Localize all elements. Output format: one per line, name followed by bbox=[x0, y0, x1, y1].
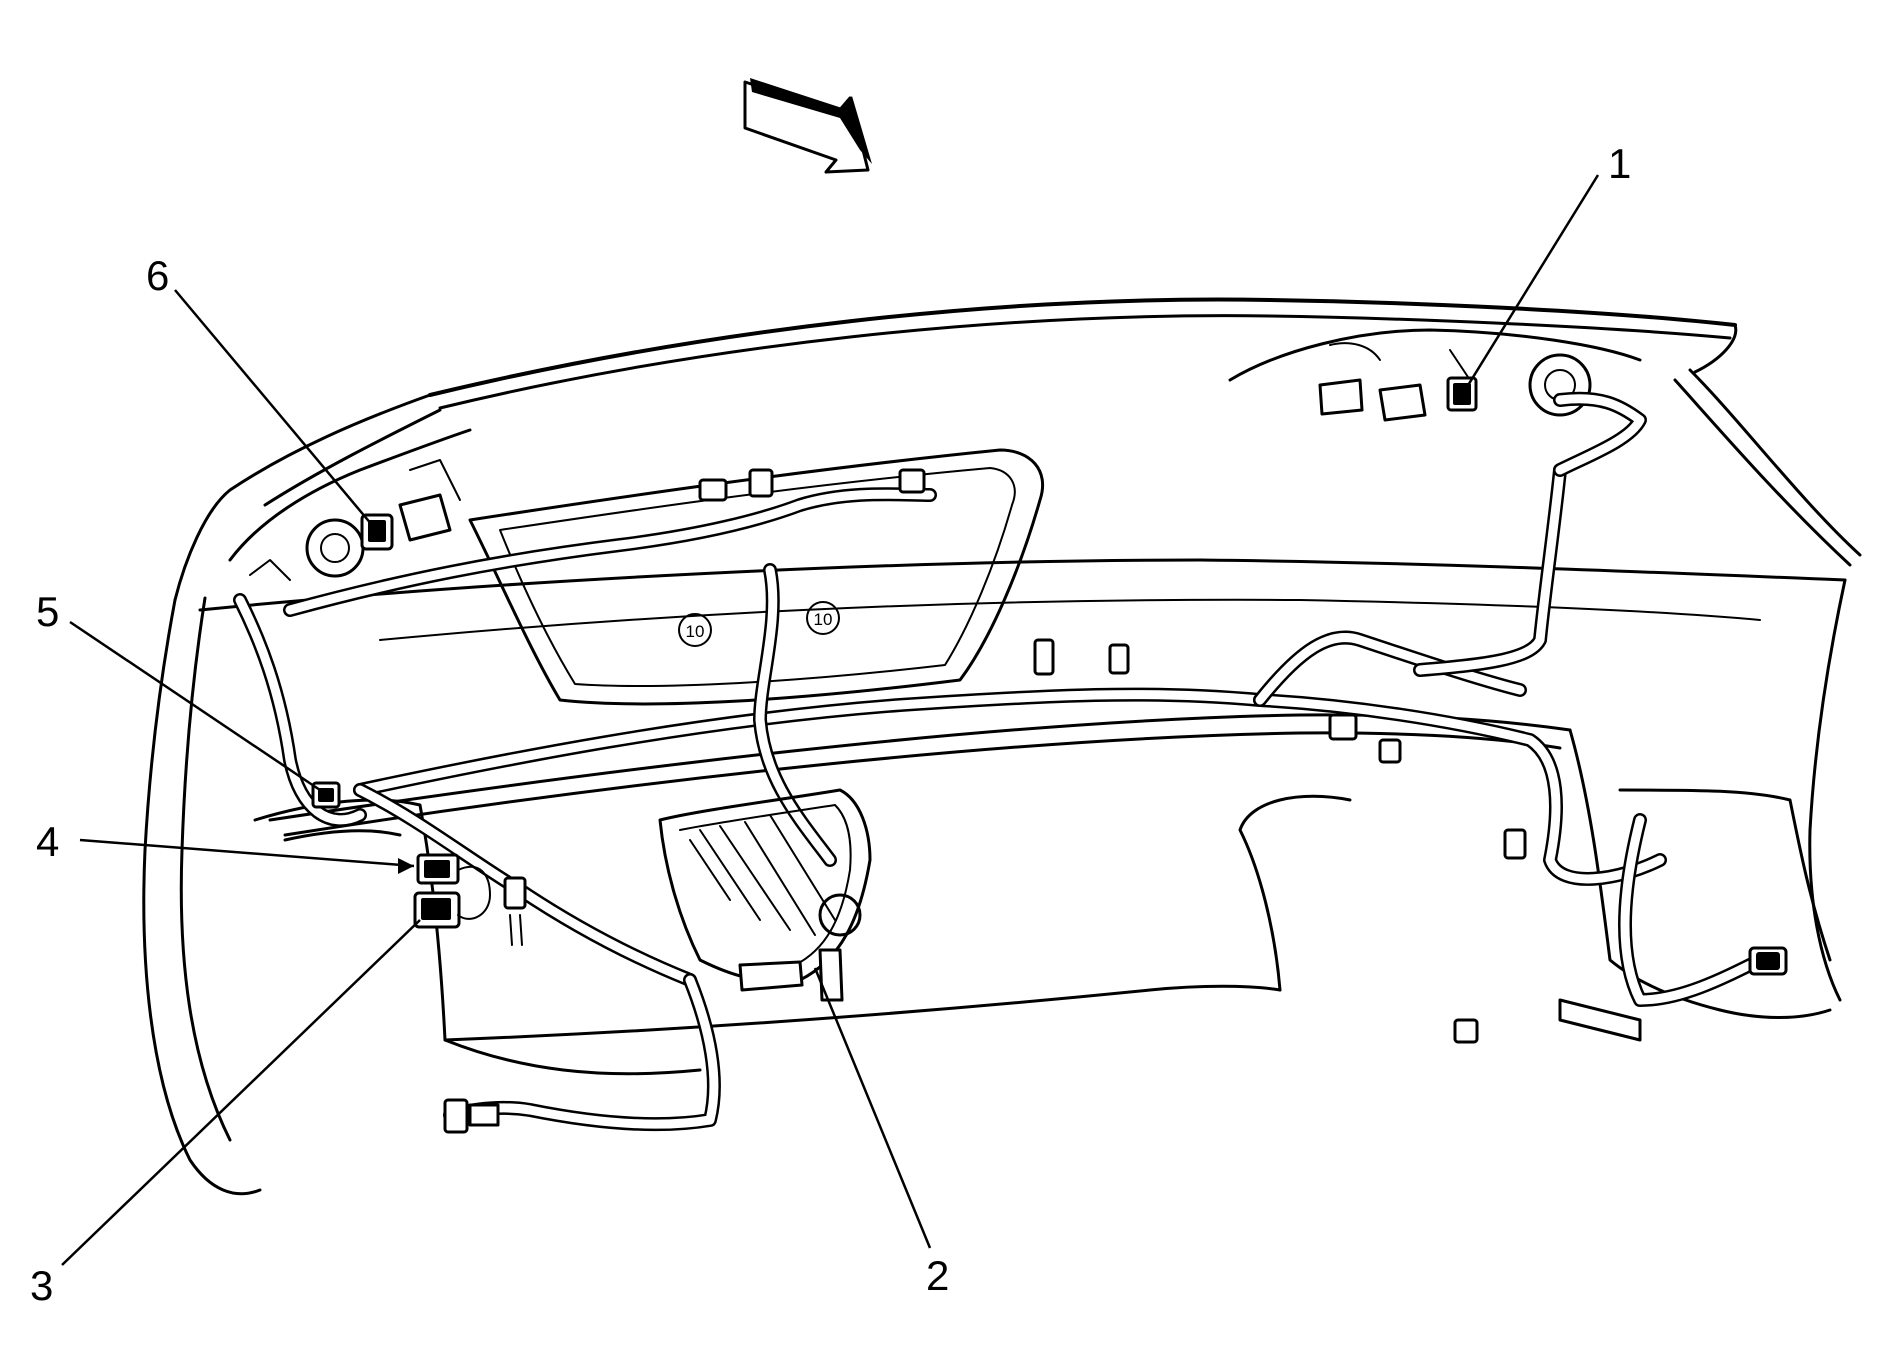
leader-4-arrowhead bbox=[398, 858, 414, 874]
callout-leaders bbox=[61, 174, 1600, 1266]
callout-2: 2 bbox=[926, 1252, 949, 1299]
leader-2 bbox=[813, 967, 932, 1249]
callout-5: 5 bbox=[36, 588, 59, 635]
lower-lamp-assembly bbox=[658, 788, 872, 1002]
leader-5 bbox=[69, 620, 321, 792]
front-arrow-icon bbox=[743, 78, 872, 174]
callout-labels: 1 2 3 4 5 6 bbox=[30, 140, 1631, 1309]
leader-4 bbox=[79, 838, 415, 868]
callout-3: 3 bbox=[30, 1262, 53, 1309]
bumper-fascia bbox=[142, 297, 1862, 1196]
wiring-harness bbox=[233, 391, 1767, 1132]
callout-4: 4 bbox=[36, 818, 59, 865]
marker-right-label: 10 bbox=[814, 610, 833, 629]
harness-connectors bbox=[443, 468, 1788, 1134]
marker-left-label: 10 bbox=[686, 622, 705, 641]
leader-3 bbox=[61, 919, 421, 1266]
right-lamp-pocket bbox=[1228, 328, 1642, 422]
marker-right-badge: 10 bbox=[806, 601, 840, 635]
callout-6: 6 bbox=[146, 252, 169, 299]
callout-1: 1 bbox=[1608, 140, 1631, 187]
left-connector-cluster bbox=[413, 853, 527, 946]
leader-6 bbox=[174, 289, 373, 526]
marker-left-badge: 10 bbox=[678, 613, 712, 647]
left-lamp-pocket bbox=[228, 428, 472, 581]
leader-1 bbox=[1460, 174, 1600, 396]
